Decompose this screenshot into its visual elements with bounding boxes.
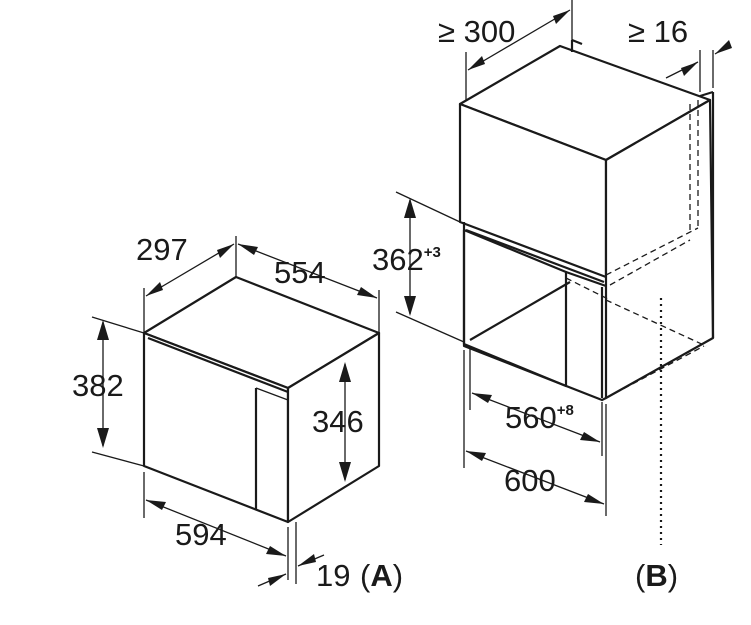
cabinet-drawing bbox=[458, 38, 715, 545]
dim-554-label: 554 bbox=[274, 255, 326, 290]
dim-594: 594 bbox=[143, 472, 289, 580]
microwave-frame-edge bbox=[147, 336, 289, 394]
cabinet-niche-top bbox=[465, 228, 605, 284]
dim-560: 560+8 bbox=[469, 346, 603, 456]
dim-297-label: 297 bbox=[136, 232, 188, 267]
dim-min-16: ≥ 16 bbox=[628, 14, 732, 92]
label-a: (A) bbox=[360, 558, 403, 593]
dim-min-300-label: ≥ 300 bbox=[438, 14, 515, 49]
dim-382-label: 382 bbox=[72, 368, 124, 403]
microwave-drawing bbox=[142, 275, 381, 524]
dim-19: 19 (A) bbox=[257, 522, 403, 593]
microwave-panel-top bbox=[255, 387, 289, 401]
dim-600-label: 600 bbox=[504, 463, 556, 498]
dim-min-16-label: ≥ 16 bbox=[628, 14, 688, 49]
dim-346: 346 bbox=[312, 362, 364, 482]
dim-297: 297 bbox=[136, 232, 237, 333]
dim-362-label: 362+3 bbox=[372, 242, 441, 277]
dim-560-label: 560+8 bbox=[505, 400, 574, 435]
dim-554: 554 bbox=[237, 243, 380, 333]
dim-min-300: ≥ 300 bbox=[438, 0, 573, 100]
label-b: (B) bbox=[635, 558, 678, 593]
dim-600: 600 bbox=[463, 350, 607, 516]
dim-362: 362+3 bbox=[372, 191, 465, 343]
dim-594-label: 594 bbox=[175, 517, 227, 552]
dim-346-label: 346 bbox=[312, 404, 364, 439]
cabinet-niche-left bbox=[462, 222, 607, 402]
microwave-side-face bbox=[286, 331, 381, 524]
dim-382: 382 bbox=[72, 316, 145, 467]
dim-19-label: 19 bbox=[316, 558, 350, 593]
